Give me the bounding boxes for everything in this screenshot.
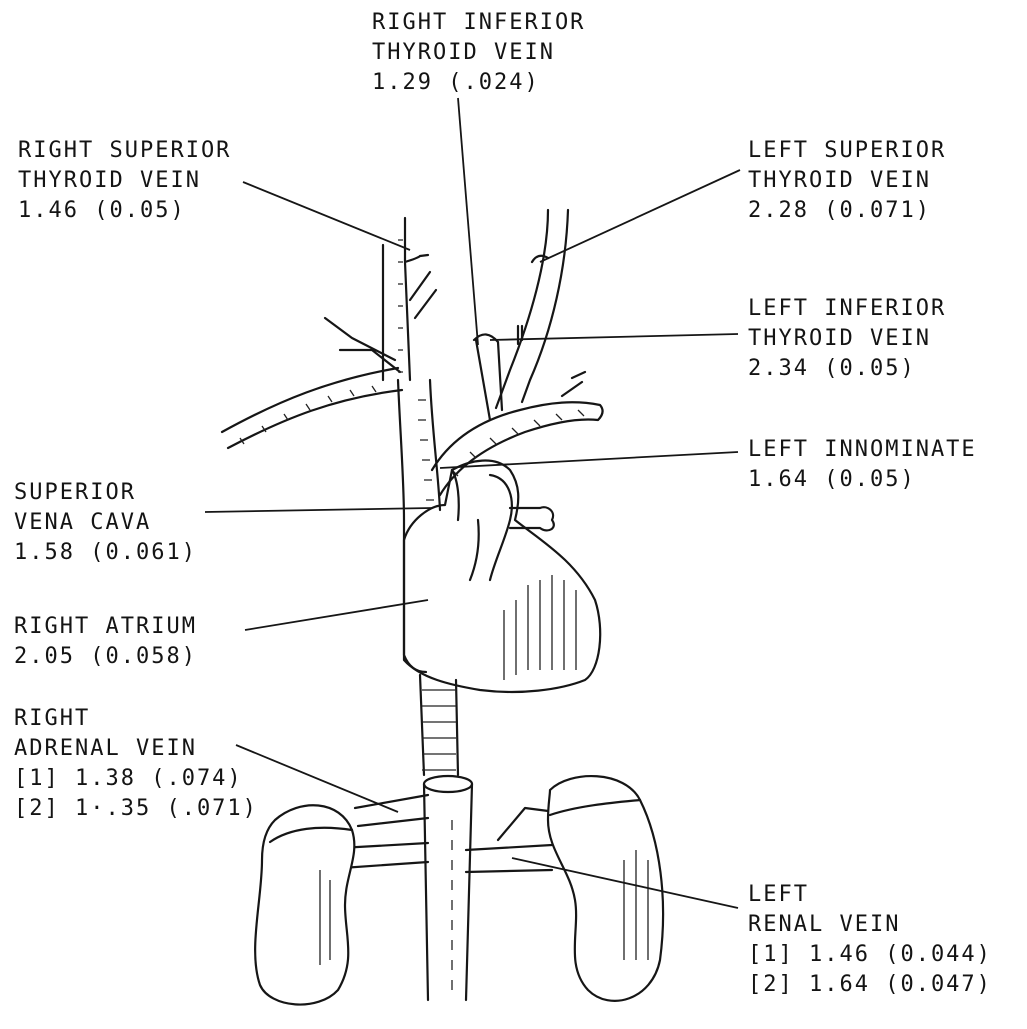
- label-line: RIGHT SUPERIOR: [18, 136, 231, 166]
- heart-hatching: [504, 575, 576, 680]
- heart-aorta: [452, 470, 512, 580]
- right-subclavian-vein: [222, 368, 402, 448]
- label-line: LEFT INNOMINATE: [748, 435, 977, 465]
- label-line: THYROID VEIN: [748, 166, 946, 196]
- label-line: LEFT INFERIOR: [748, 294, 946, 324]
- label-right-inferior-thyroid-vein: RIGHT INFERIOR THYROID VEIN 1.29 (.024): [372, 8, 585, 98]
- label-value: 1.29 (.024): [372, 68, 585, 98]
- label-value: 1.46 (0.05): [18, 196, 231, 226]
- right-jugular-branch: [410, 272, 436, 318]
- label-line: LEFT: [748, 880, 992, 910]
- label-line: THYROID VEIN: [372, 38, 585, 68]
- leader-right-atrium: [245, 600, 428, 630]
- label-value: [2] 1·.35 (.071): [14, 794, 258, 824]
- label-left-inferior-thyroid-vein: LEFT INFERIOR THYROID VEIN 2.34 (0.05): [748, 294, 946, 384]
- label-line: SUPERIOR: [14, 478, 197, 508]
- label-left-superior-thyroid-vein: LEFT SUPERIOR THYROID VEIN 2.28 (0.071): [748, 136, 946, 226]
- label-line: ADRENAL VEIN: [14, 734, 258, 764]
- leader-right-adrenal: [236, 745, 398, 812]
- label-value: 2.34 (0.05): [748, 354, 946, 384]
- label-right-adrenal-vein: RIGHT ADRENAL VEIN [1] 1.38 (.074) [2] 1…: [14, 704, 258, 824]
- label-value: 1.58 (0.061): [14, 538, 197, 568]
- leader-left-superior-thyroid: [540, 170, 740, 262]
- leader-left-inferior-thyroid: [490, 334, 738, 340]
- label-line: VENA CAVA: [14, 508, 197, 538]
- label-value: [2] 1.64 (0.047): [748, 970, 992, 1000]
- label-line: RENAL VEIN: [748, 910, 992, 940]
- right-subclavian-hatching: [240, 386, 376, 444]
- label-value: 2.05 (0.058): [14, 642, 197, 672]
- label-left-innominate: LEFT INNOMINATE 1.64 (0.05): [748, 435, 977, 495]
- label-line: RIGHT: [14, 704, 258, 734]
- label-line: LEFT SUPERIOR: [748, 136, 946, 166]
- leader-right-inferior-thyroid: [458, 98, 478, 345]
- right-small-branch: [325, 318, 400, 372]
- label-line: THYROID VEIN: [18, 166, 231, 196]
- label-right-atrium: RIGHT ATRIUM 2.05 (0.058): [14, 612, 197, 672]
- label-value: [1] 1.38 (.074): [14, 764, 258, 794]
- label-line: THYROID VEIN: [748, 324, 946, 354]
- right-jugular-hatching: [398, 240, 403, 372]
- label-line: RIGHT ATRIUM: [14, 612, 197, 642]
- label-superior-vena-cava: SUPERIOR VENA CAVA 1.58 (0.061): [14, 478, 197, 568]
- left-renal-vein: [466, 808, 556, 872]
- leader-superior-vena-cava: [205, 508, 432, 512]
- label-left-renal-vein: LEFT RENAL VEIN [1] 1.46 (0.044) [2] 1.6…: [748, 880, 992, 1000]
- ivc-cut-end: [424, 776, 472, 792]
- ivc-thoracic-hatching: [422, 690, 456, 770]
- label-value: [1] 1.46 (0.044): [748, 940, 992, 970]
- label-value: 1.64 (0.05): [748, 465, 977, 495]
- label-value: 2.28 (0.071): [748, 196, 946, 226]
- ivc-abdominal: [424, 784, 472, 1000]
- label-right-superior-thyroid-vein: RIGHT SUPERIOR THYROID VEIN 1.46 (0.05): [18, 136, 231, 226]
- label-line: RIGHT INFERIOR: [372, 8, 585, 38]
- heart-outline: [404, 461, 600, 692]
- leader-right-superior-thyroid: [243, 182, 410, 250]
- right-kidney: [255, 805, 354, 1004]
- left-jugular-vein: [496, 210, 568, 408]
- left-innominate-vein: [432, 402, 603, 495]
